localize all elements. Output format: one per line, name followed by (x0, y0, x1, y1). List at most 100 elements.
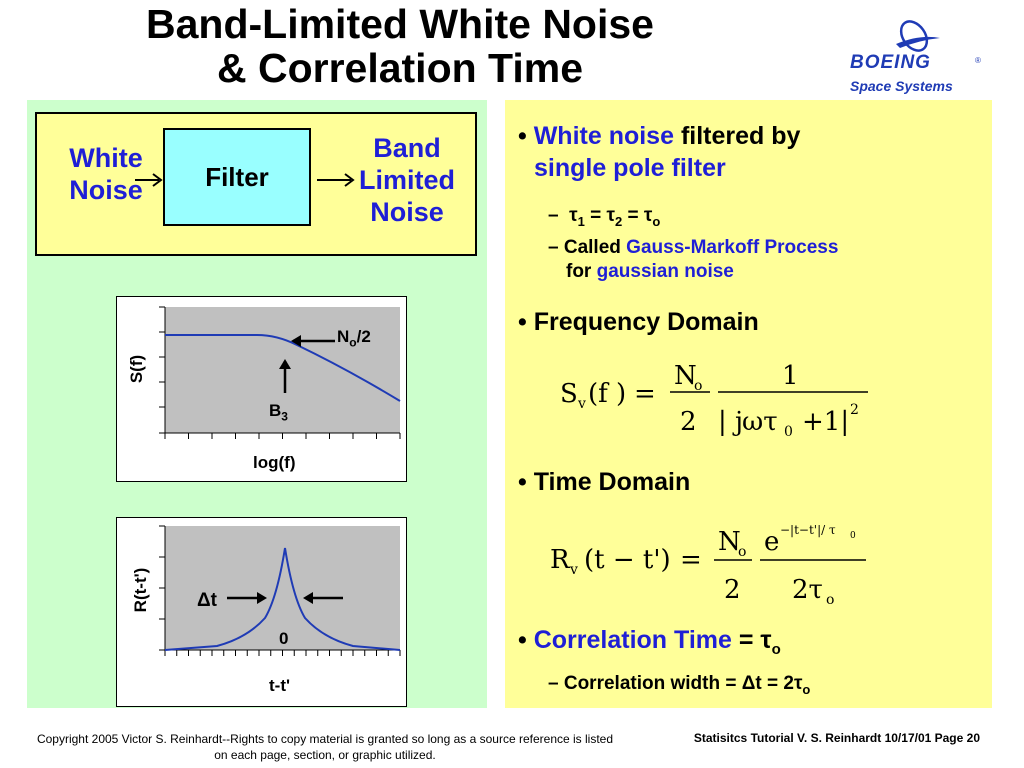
sub-dash: – (548, 673, 559, 694)
bullet-frequency-domain: • Frequency Domain (518, 306, 759, 338)
output-label-line: Band (373, 133, 441, 163)
svg-text:0: 0 (850, 531, 856, 541)
sub-dash: – (548, 205, 559, 226)
boeing-symbol-icon (896, 20, 940, 52)
svg-text:e: e (764, 527, 779, 557)
svg-text:o: o (738, 544, 746, 560)
svg-text:=: = (680, 545, 702, 575)
bullet-dot: • (518, 122, 534, 150)
bullet-time-domain: • Time Domain (518, 466, 690, 498)
sub-dash: – (548, 237, 559, 258)
svg-text:R: R (550, 545, 571, 575)
annotation-text: N (337, 327, 350, 346)
sub-sub: o (652, 213, 661, 229)
sub-sub: 1 (577, 213, 585, 229)
filter-box: Filter (163, 128, 311, 226)
zero-label: 0 (279, 629, 289, 648)
spectrum-y-label: S(f) (127, 354, 146, 384)
svg-text:+1|: +1| (802, 407, 849, 437)
svg-text:=: = (634, 379, 656, 409)
svg-text:0: 0 (784, 424, 793, 440)
trademark-mark: ® (975, 56, 981, 65)
svg-text:N: N (718, 527, 741, 557)
space-systems-label: Space Systems (850, 78, 953, 94)
svg-text:v: v (569, 562, 578, 578)
copyright-notice: Copyright 2005 Victor S. Reinhardt--Righ… (36, 732, 614, 762)
input-arrow-icon (135, 173, 163, 187)
bullet-correlation-time: • Correlation Time = τo (518, 624, 781, 666)
svg-text:2: 2 (850, 402, 859, 418)
output-label-line: Noise (370, 197, 444, 227)
svg-text:N: N (674, 361, 697, 391)
page-footer: Statisitcs Tutorial V. S. Reinhardt 10/1… (693, 731, 980, 745)
autocorrelation-plot-area (159, 525, 401, 656)
output-label-line: Limited (358, 165, 455, 195)
svg-text:v: v (577, 396, 586, 412)
svg-text:o: o (826, 592, 834, 608)
svg-text:2τ: 2τ (792, 575, 823, 605)
annotation-sub: o (349, 335, 357, 350)
bullet-text: Frequency Domain (533, 308, 759, 336)
svg-text:(f ): (f ) (588, 379, 626, 409)
title-line-1: Band-Limited White Noise (146, 1, 654, 47)
sub-tau-equal: – τ1 = τ2 = τo (548, 204, 660, 234)
bullet-dot: • (518, 308, 534, 336)
bullet-text: Time Domain (533, 468, 691, 496)
autocorrelation-curve (164, 547, 401, 651)
annotation-text: B (269, 401, 282, 420)
no-over-2-annotation: No/2 (337, 327, 371, 349)
sub-correlation-width: – Correlation width = Δt = 2τo (548, 672, 810, 702)
bullet-text: Correlation Time (533, 626, 732, 654)
annotation-text: /2 (356, 327, 371, 346)
spectrum-curve (165, 334, 401, 402)
output-label: Band Limited Noise (337, 132, 477, 228)
svg-text:o: o (694, 378, 702, 394)
delta-t-annotation: Δt (197, 590, 217, 611)
sub-sub: 2 (615, 213, 623, 229)
sub-text: Called (563, 237, 627, 258)
boeing-wordmark: BOEING (850, 52, 931, 73)
spectrum-plot-area (159, 306, 401, 439)
sub-text: τ (569, 205, 578, 226)
boeing-logo: BOEING ® Space Systems (840, 14, 990, 94)
svg-text:2: 2 (680, 407, 697, 437)
bullet-sub: o (771, 641, 781, 658)
sub-sub: o (802, 681, 811, 697)
bullet-text: White noise (533, 122, 674, 150)
autocorrelation-plot: Δt 0 R(t-t') t-t' (116, 517, 407, 707)
bullet-text: filtered by (674, 122, 801, 150)
input-label: White Noise (51, 142, 161, 206)
b3-annotation: B3 (269, 401, 288, 423)
right-panel (505, 100, 992, 708)
svg-text:ωτ: ωτ (742, 407, 778, 437)
bullet-dot: • (518, 626, 534, 654)
filter-label: Filter (205, 161, 269, 192)
bullet-text: = τ (731, 626, 772, 654)
filter-block-diagram: White Noise Filter Band Limited Noise (35, 112, 477, 256)
sub-text: = τ (584, 205, 615, 226)
svg-text:−|t−t'|/ τ: −|t−t'|/ τ (780, 523, 836, 537)
annotation-sub: 3 (281, 409, 288, 424)
title-line-2: & Correlation Time (216, 45, 584, 91)
sub-text: Gauss-Markoff Process (626, 237, 839, 258)
sub-text: = τ (622, 205, 653, 226)
spectrum-x-label: log(f) (253, 453, 296, 472)
sub-text: for (566, 261, 597, 282)
sub-gauss-markoff: – Called Gauss-Markoff Process for gauss… (548, 236, 978, 284)
sub-text: gaussian noise (596, 261, 734, 282)
slide-title: Band-Limited White Noise & Correlation T… (100, 2, 700, 90)
input-label-line: Noise (69, 175, 143, 205)
svg-text:2: 2 (724, 575, 741, 605)
output-arrow-icon (317, 173, 355, 187)
bullet-white-noise: • White noise filtered by single pole fi… (518, 120, 978, 184)
autocorrelation-y-label: R(t-t') (131, 567, 150, 613)
svg-text:| j: | j (718, 407, 743, 437)
sub-text: Correlation width = Δt = 2τ (563, 673, 803, 694)
svg-text:(t − t'): (t − t') (584, 545, 671, 575)
bullet-text: single pole filter (534, 154, 726, 182)
spectrum-plot: No/2 B3 S(f) log(f) (116, 296, 407, 482)
input-label-line: White (69, 143, 143, 173)
bullet-dot: • (518, 468, 534, 496)
svg-text:S: S (560, 379, 578, 409)
